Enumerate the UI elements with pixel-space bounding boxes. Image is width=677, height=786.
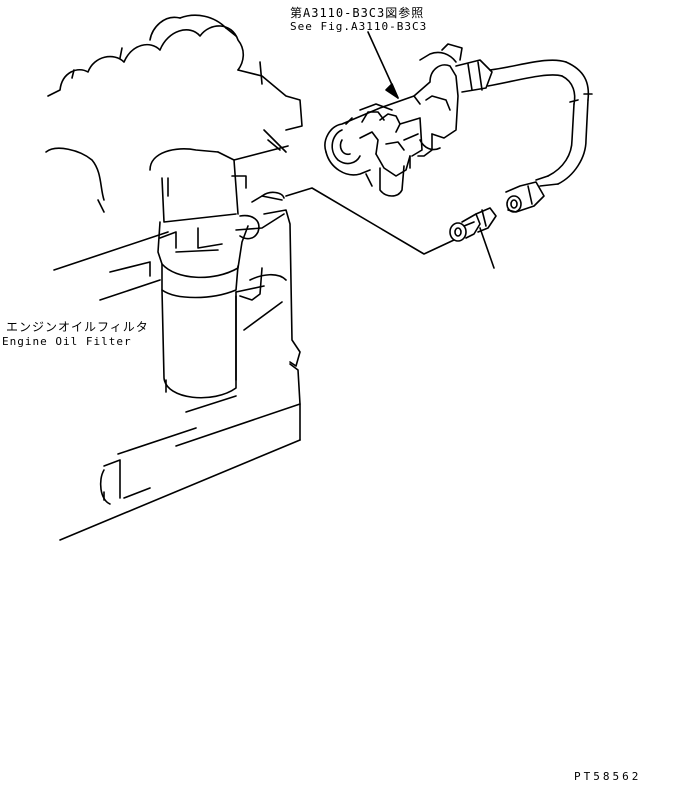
engine-cover [45,14,303,301]
filter-label-english: Engine Oil Filter [2,335,132,348]
oil-filter [157,177,285,399]
engine-body [59,209,301,541]
reference-japanese: 第A3110-B3C3図参照 [290,6,425,20]
filter-label-japanese: エンジンオイルフィルタ [6,320,149,334]
hose-end-fitting [505,181,545,213]
drawing-code: PT58562 [574,770,642,783]
valve-block [324,43,463,197]
oil-hose [455,59,593,187]
leader-line-part [479,227,495,269]
arrow-head [385,83,399,99]
adapter-fitting [449,207,497,242]
leader-line-fitting [285,187,455,255]
reference-english: See Fig.A3110-B3C3 [290,20,428,33]
